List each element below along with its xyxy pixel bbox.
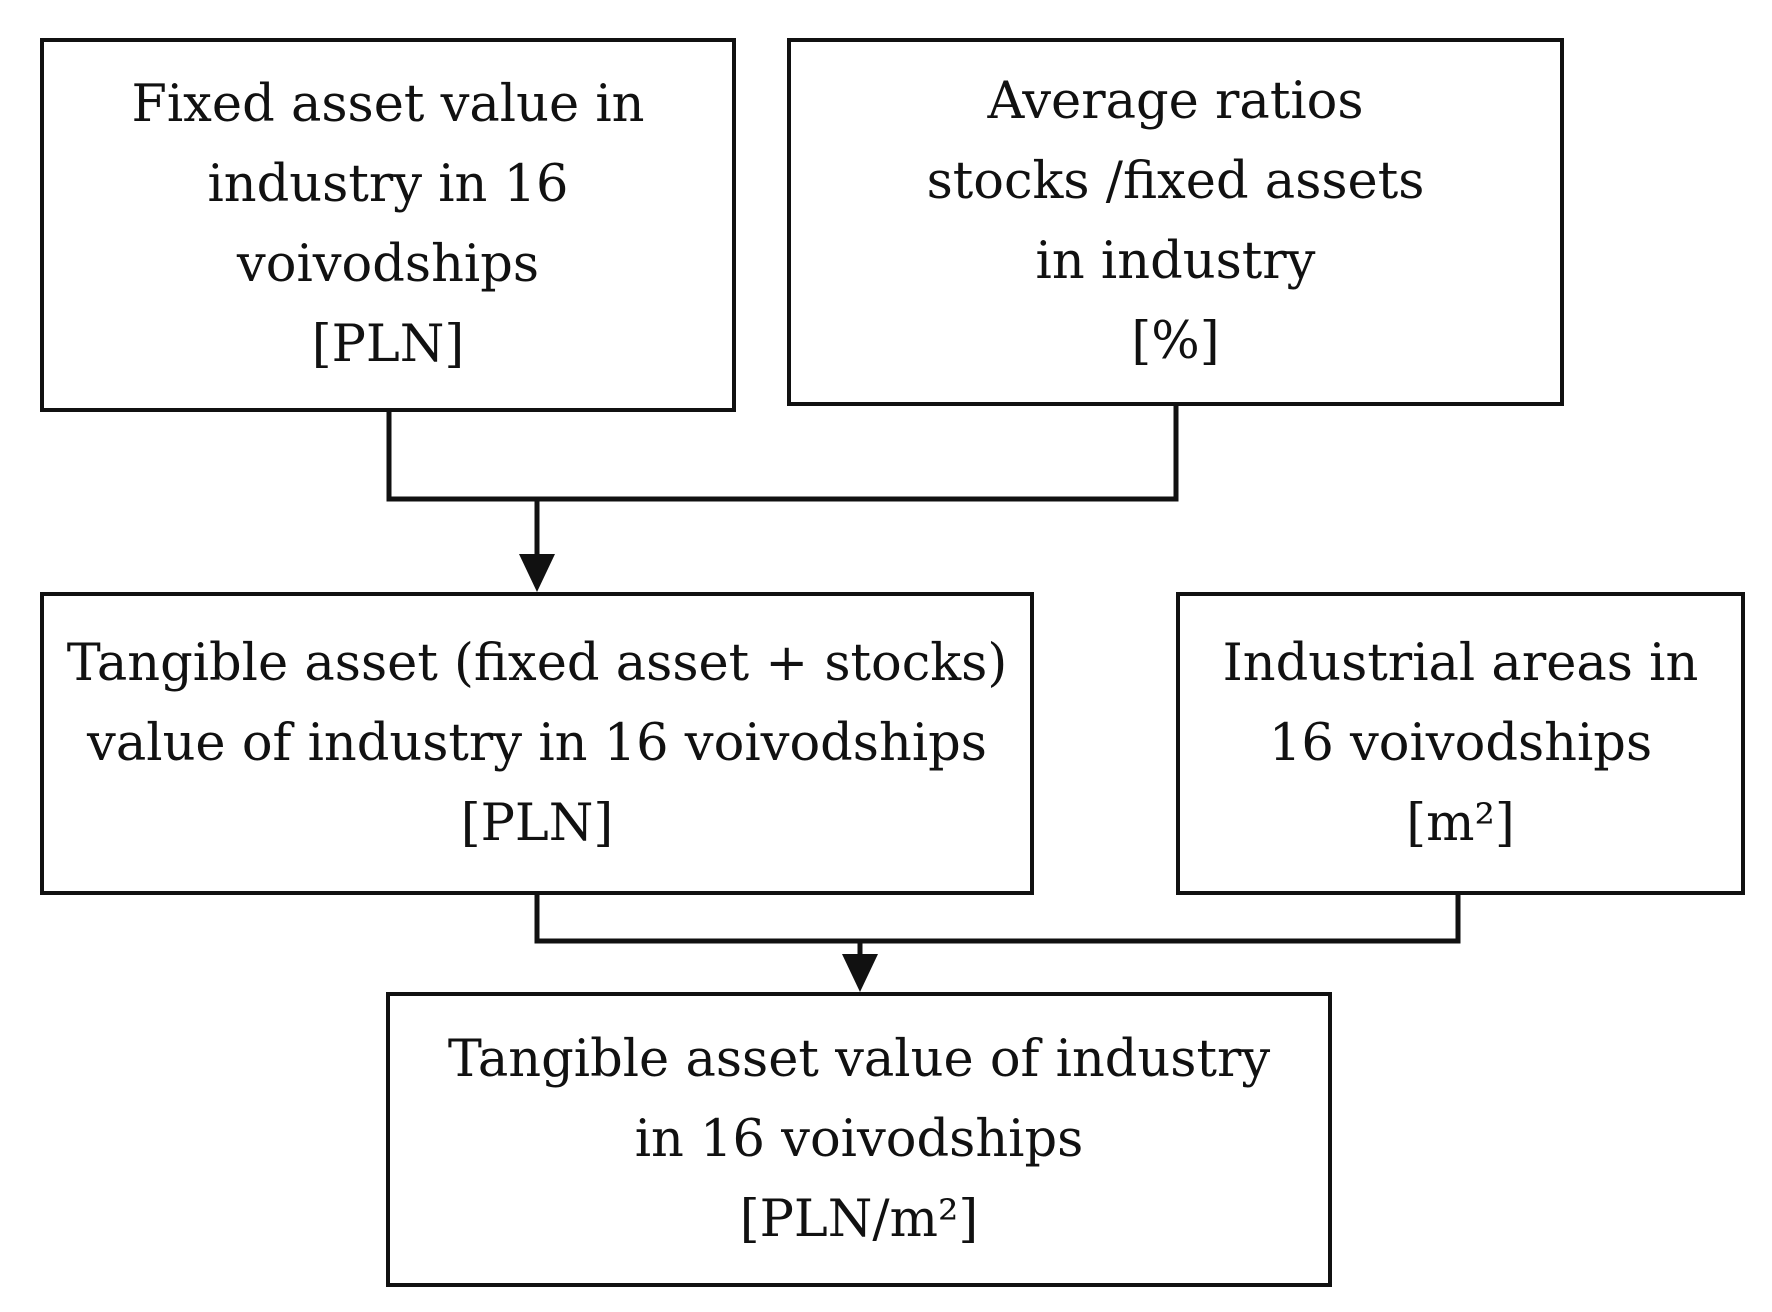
box-unit-label: [PLN]: [460, 793, 614, 853]
box-text-line: Tangible asset value of industry: [447, 1029, 1271, 1089]
box-text-line: value of industry in 16 voivodships: [87, 713, 987, 773]
box-text-line: stocks /fixed assets: [926, 152, 1425, 211]
connector-fixed-asset: [386, 412, 537, 502]
box-text-line: in 16 voivodships: [634, 1109, 1084, 1169]
fixed-asset-value-box: Fixed asset value in industry in 16 voiv…: [40, 38, 736, 412]
tangible-asset-value-box: Tangible asset (fixed asset + stocks) va…: [40, 592, 1034, 895]
arrowhead-to-result: [842, 954, 878, 992]
average-ratios-box: Average ratios stocks /fixed assets in i…: [787, 38, 1564, 406]
box-unit-label: [PLN]: [311, 315, 465, 374]
box-text-line: industry in 16: [207, 155, 569, 214]
arrowhead-to-tangible: [519, 554, 555, 592]
connector-tangible-asset: [534, 895, 860, 944]
tangible-asset-per-area-box: Tangible asset value of industry in 16 v…: [386, 992, 1332, 1287]
box-text-line: Tangible asset (fixed asset + stocks): [66, 633, 1008, 693]
industrial-areas-box: Industrial areas in 16 voivodships [m²]: [1176, 592, 1745, 895]
box-text-line: Fixed asset value in: [131, 75, 645, 134]
box-text-line: 16 voivodships: [1268, 713, 1653, 773]
connector-industrial-areas: [860, 895, 1461, 944]
box-unit-label: [m²]: [1406, 793, 1515, 853]
box-text-line: Industrial areas in: [1222, 633, 1699, 693]
connector-average-ratios: [537, 406, 1179, 502]
box-text-line: Average ratios: [987, 72, 1364, 131]
box-text-line: in industry: [1035, 232, 1316, 291]
box-unit-label: [%]: [1131, 312, 1220, 371]
box-unit-label: [PLN/m²]: [739, 1189, 979, 1249]
box-text-line: voivodships: [236, 235, 540, 294]
